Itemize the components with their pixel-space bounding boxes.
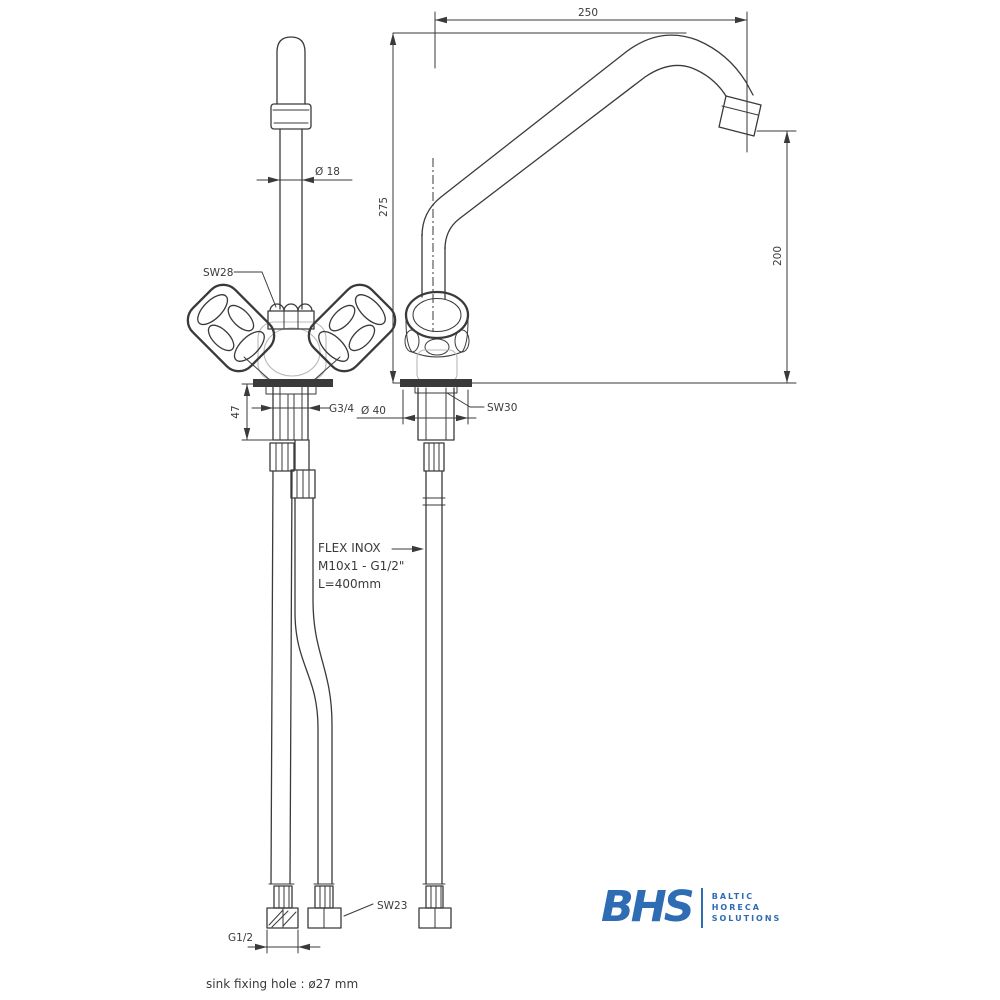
dimension-47: 47	[230, 383, 274, 441]
dim-pipe-diameter: Ø 18	[315, 166, 340, 178]
side-deck-flange	[400, 379, 472, 387]
aerator	[718, 95, 762, 137]
flex-label-line2: M10x1 - G1/2"	[318, 559, 404, 573]
left-handle-knob	[179, 276, 283, 380]
logo-line-solutions: SOLUTIONS	[711, 914, 782, 923]
dimension-250: 250	[434, 7, 748, 153]
dimension-phi18: Ø 18	[256, 166, 353, 184]
front-view	[179, 36, 404, 499]
base-nut-label: SW30	[487, 402, 517, 414]
spout-nut-label: SW28	[203, 267, 233, 279]
dimension-g12: G1/2	[228, 929, 321, 954]
flex-inox-callout: FLEX INOX M10x1 - G1/2" L=400mm	[318, 541, 424, 591]
dimension-g34: G3/4	[251, 403, 354, 415]
bhs-logo-text: BHS	[601, 882, 695, 932]
hose-thread-label: G1/2	[228, 932, 253, 944]
hose-end-fitting-middle	[307, 883, 342, 929]
logo-divider	[700, 887, 703, 928]
label-sw23: SW23	[343, 900, 407, 917]
dimension-phi40: Ø 40	[356, 389, 477, 425]
spout-nut	[267, 303, 315, 330]
dimension-275: 275	[378, 32, 687, 384]
side-view	[400, 34, 762, 472]
dim-shank-length: 47	[230, 405, 242, 418]
flex-label-line3: L=400mm	[318, 577, 381, 591]
label-sw28: SW28	[203, 267, 277, 308]
shank-thread-label: G3/4	[329, 403, 354, 415]
dim-spout-height: 275	[378, 197, 390, 217]
logo-subtitle: BALTIC HORECA SOLUTIONS	[712, 891, 782, 924]
logo-line-horeca: HORECA	[711, 903, 761, 912]
front-deck-flange	[253, 379, 333, 387]
dim-outlet-height: 200	[772, 246, 784, 266]
label-sw30: SW30	[446, 392, 517, 414]
dimension-200: 200	[756, 130, 797, 384]
hose-end-fitting-right	[418, 883, 452, 929]
logo-line-baltic: BALTIC	[711, 892, 755, 901]
flex-label-line1: FLEX INOX	[318, 541, 381, 555]
hose-end-fitting-left	[266, 883, 299, 929]
hose-nut-label: SW23	[377, 900, 407, 912]
dim-body-diameter: Ø 40	[361, 405, 386, 417]
dim-spout-reach: 250	[578, 7, 598, 19]
flex-hoses	[266, 470, 452, 929]
bhs-logo: BHS BALTIC HORECA SOLUTIONS	[601, 886, 781, 929]
sink-hole-note: sink fixing hole : ø27 mm	[206, 977, 358, 991]
